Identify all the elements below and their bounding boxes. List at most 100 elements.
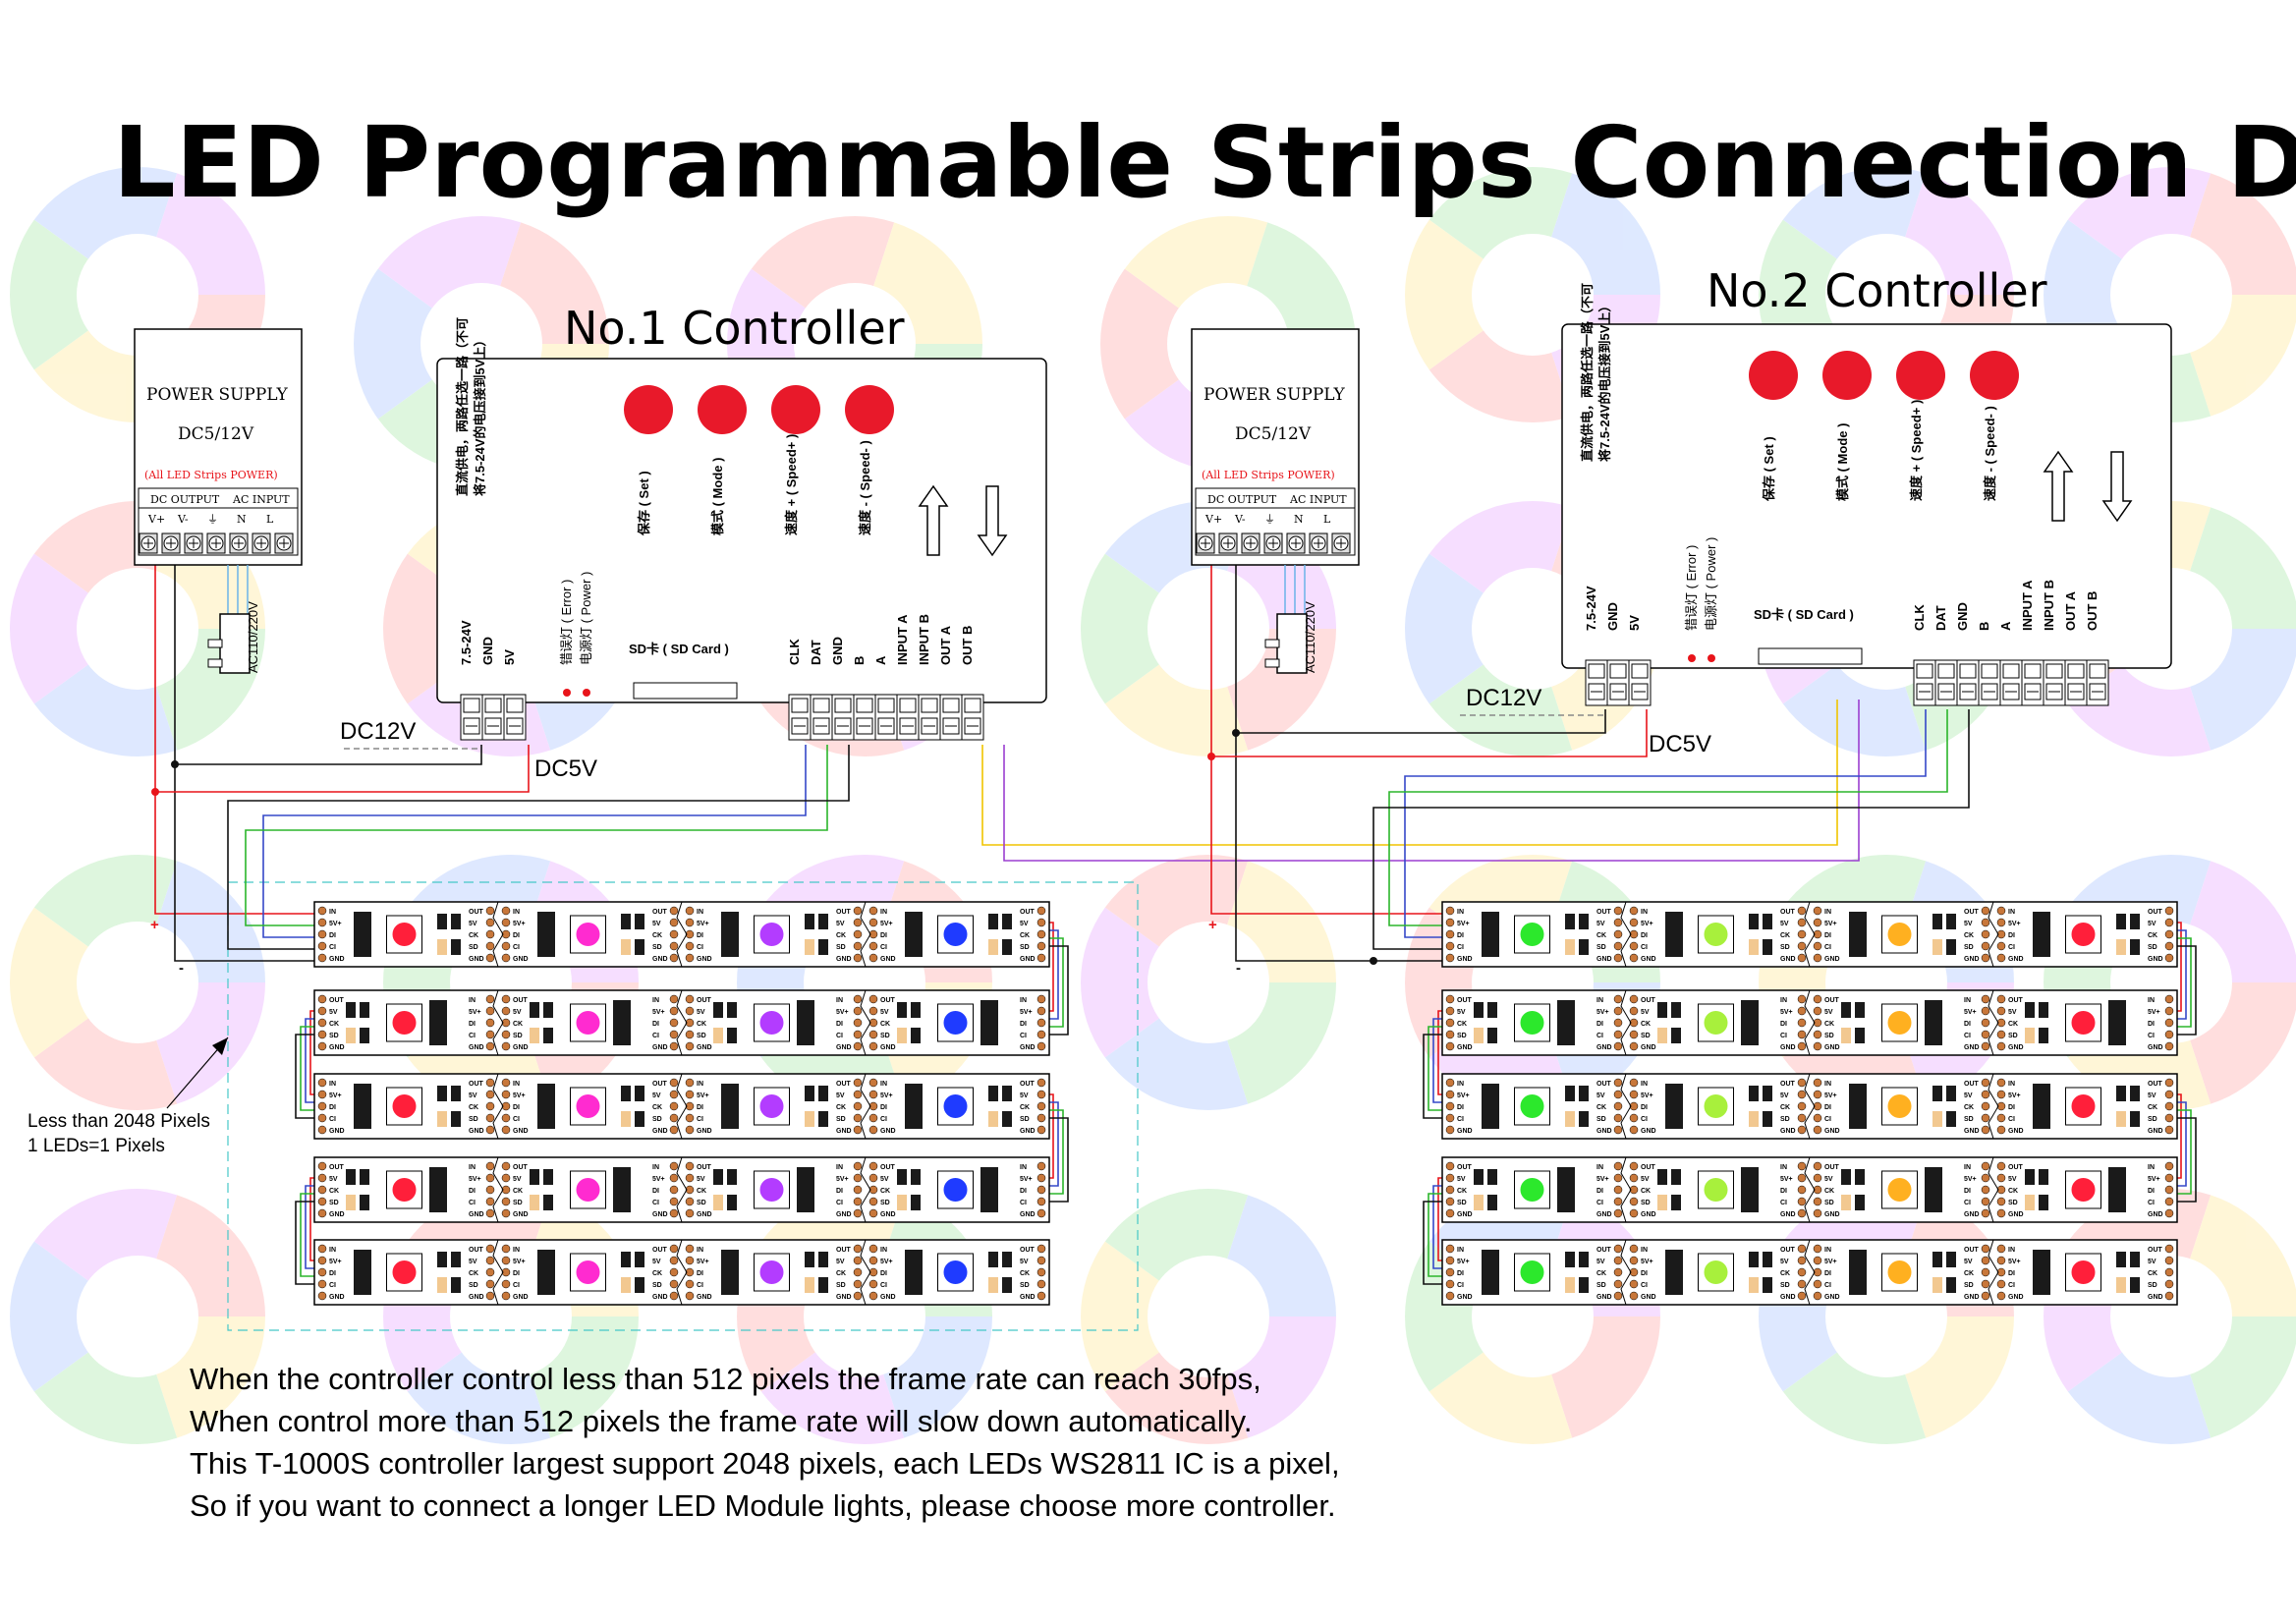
pin-label: CK [2008, 1188, 2018, 1195]
resistor [1946, 914, 1956, 929]
solder-pad [669, 1256, 679, 1265]
resistor [1579, 1111, 1589, 1127]
capacitor [1932, 939, 1942, 955]
solder-pad [853, 1185, 863, 1195]
solder-pad [317, 1030, 327, 1039]
pin-label: GND [2148, 1294, 2163, 1301]
dc-wire-1 [155, 745, 530, 793]
solder-pad [1629, 994, 1639, 1004]
solder-pad [1981, 1291, 1990, 1301]
pin-label: DI [697, 932, 703, 939]
pin-label: OUT [2008, 997, 2024, 1004]
ws2811-chip [429, 1167, 447, 1212]
led-pixel [576, 923, 600, 946]
signal-pin-label: GND [1955, 602, 1970, 631]
cut-mark [676, 989, 688, 1056]
resistor [818, 1277, 828, 1293]
plus-wire-1 [154, 550, 314, 915]
footer-line-4: So if you want to connect a longer LED M… [190, 1488, 1336, 1523]
resistor [1671, 1028, 1681, 1043]
solder-pad [1797, 929, 1807, 939]
pin-label: OUT [1780, 909, 1796, 916]
pin-label: GND [652, 956, 668, 963]
ws2811-chip [721, 1250, 739, 1295]
pin-label: 5V [697, 1176, 705, 1183]
pin-label: GND [1596, 1294, 1612, 1301]
ws2811-chip [797, 1000, 814, 1045]
solder-pad [669, 994, 679, 1004]
pin-label: GND [836, 956, 852, 963]
pin-label: 5V+ [697, 921, 709, 927]
solder-pad [2164, 929, 2174, 939]
pin-label: CK [513, 1188, 523, 1195]
wiring [151, 550, 2197, 1331]
pin-label: OUT [1457, 997, 1473, 1004]
cut-mark [676, 1073, 688, 1140]
pin-label: OUT [836, 1081, 852, 1088]
pin-label: CI [1964, 1033, 1971, 1039]
dat-wire-1 [245, 745, 828, 926]
solder-pad [685, 1197, 695, 1206]
pin-label: CK [1780, 1104, 1790, 1111]
led-pixel [1520, 1260, 1544, 1284]
cut-mark [1804, 901, 1816, 968]
cut-mark [492, 901, 504, 968]
led-pixel [2071, 1260, 2096, 1284]
solder-pad [669, 1291, 679, 1301]
solder-pad [853, 1291, 863, 1301]
solder-pad [2164, 1113, 2174, 1123]
controller-note-2: 将7.5-24V的电压接到5V上） [1597, 300, 1612, 462]
signal-pin-label: OUT B [960, 626, 975, 665]
solder-pad [1797, 1125, 1807, 1135]
pin-label: CK [836, 932, 846, 939]
pin-label: GND [1780, 1294, 1796, 1301]
pin-label: 5V [513, 1176, 522, 1183]
solder-pad [685, 941, 695, 951]
signal-pin-label: B [852, 656, 867, 665]
footer-line-3: This T-1000S controller largest support … [190, 1446, 1340, 1481]
solder-pad [1036, 1291, 1046, 1301]
solder-pad [1797, 1113, 1807, 1123]
power-pin-label: 7.5-24V [459, 620, 474, 665]
pin-label: OUT [1641, 1164, 1656, 1171]
ws2811-chip [1741, 1000, 1759, 1045]
ws2811-chip [980, 1000, 998, 1045]
solder-pad [685, 1161, 695, 1171]
pin-label: IN [1964, 997, 1971, 1004]
pin-label: IN [836, 1164, 843, 1171]
pin-label: GND [652, 1128, 668, 1135]
signal-pin-label: OUT B [2085, 591, 2100, 631]
solder-pad [1629, 929, 1639, 939]
pin-label: CI [697, 944, 703, 951]
solder-pad [1036, 1030, 1046, 1039]
pin-label: GND [652, 1044, 668, 1051]
cut-mark [1804, 1239, 1816, 1306]
watermark [1758, 1188, 2014, 1445]
ps-terminal-label: L [1323, 513, 1331, 526]
pin-label: DI [329, 1270, 336, 1277]
capacitor [2116, 939, 2126, 955]
solder-pad [1813, 1113, 1822, 1123]
solder-pad [669, 1244, 679, 1254]
solder-pad [1797, 1197, 1807, 1206]
pin-label: 5V+ [1824, 1259, 1837, 1265]
ws2811-chip [2033, 1250, 2050, 1295]
ws2811-chip [354, 1084, 371, 1129]
solder-pad [1797, 1208, 1807, 1218]
signal-pin-label: B [1977, 622, 1991, 631]
watermark [1080, 1188, 1336, 1445]
solder-pad [1036, 1256, 1046, 1265]
pin-label: CK [2008, 1021, 2018, 1028]
pin-label: DI [1780, 1188, 1787, 1195]
solder-pad [1629, 1291, 1639, 1301]
solder-pad [2164, 1030, 2174, 1039]
resistor [1946, 939, 1956, 955]
strip-link-1 [295, 1034, 314, 1119]
solder-pad [501, 1006, 511, 1016]
solder-pad [1981, 918, 1990, 927]
signal-terminal-block [788, 694, 984, 741]
pin-label: CK [1020, 1270, 1030, 1277]
solder-pad [1797, 1267, 1807, 1277]
